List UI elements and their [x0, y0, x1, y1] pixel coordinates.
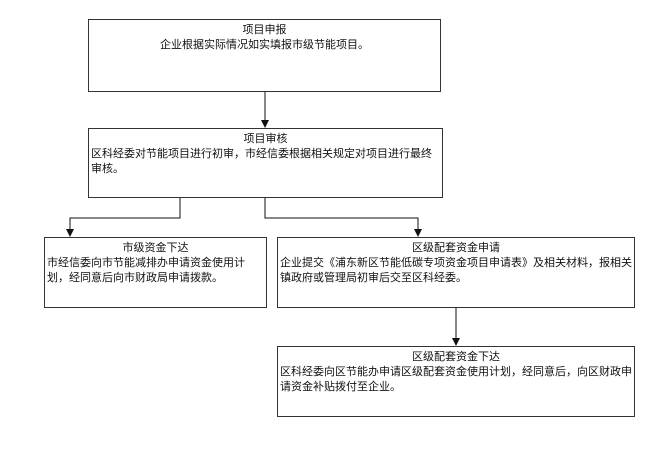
node-project-review: 项目审核 区科经委对节能项目进行初审，市经信委根据相关规定对项目进行最终审核。 — [88, 128, 443, 198]
node-title: 区级配套资金下达 — [412, 350, 500, 363]
node-project-application: 项目申报 企业根据实际情况如实填报市级节能项目。 — [88, 19, 441, 92]
arrow-review-to-district — [264, 198, 422, 237]
node-title: 项目审核 — [243, 132, 288, 145]
node-district-matching-release: 区级配套资金下达 区科经委向区节能办申请区级配套资金使用计划，经同意后，向区财政… — [277, 346, 635, 417]
node-title: 项目申报 — [242, 23, 287, 36]
arrow-review-to-city — [66, 198, 181, 237]
node-text: 市经信委向市节能减排办申请资金使用计划，经同意后向市财政局申请拨款。 — [47, 256, 245, 284]
node-text: 区科经委对节能项目进行初审，市经信委根据相关规定对项目进行最终审核。 — [91, 147, 432, 175]
node-city-funds-release: 市级资金下达 市经信委向市节能减排办申请资金使用计划，经同意后向市财政局申请拨款… — [44, 237, 267, 308]
node-text: 企业提交《浦东新区节能低碳专项资金项目申请表》及相关材料，报相关镇政府或管理局初… — [280, 256, 632, 284]
node-text: 区科经委向区节能办申请区级配套资金使用计划，经同意后，向区财政申请资金补贴拨付至… — [280, 365, 632, 393]
node-text: 企业根据实际情况如实填报市级节能项目。 — [160, 38, 369, 51]
node-title: 市级资金下达 — [122, 241, 189, 254]
node-district-matching-application: 区级配套资金申请 企业提交《浦东新区节能低碳专项资金项目申请表》及相关材料，报相… — [277, 237, 635, 308]
node-title: 区级配套资金申请 — [412, 241, 500, 254]
